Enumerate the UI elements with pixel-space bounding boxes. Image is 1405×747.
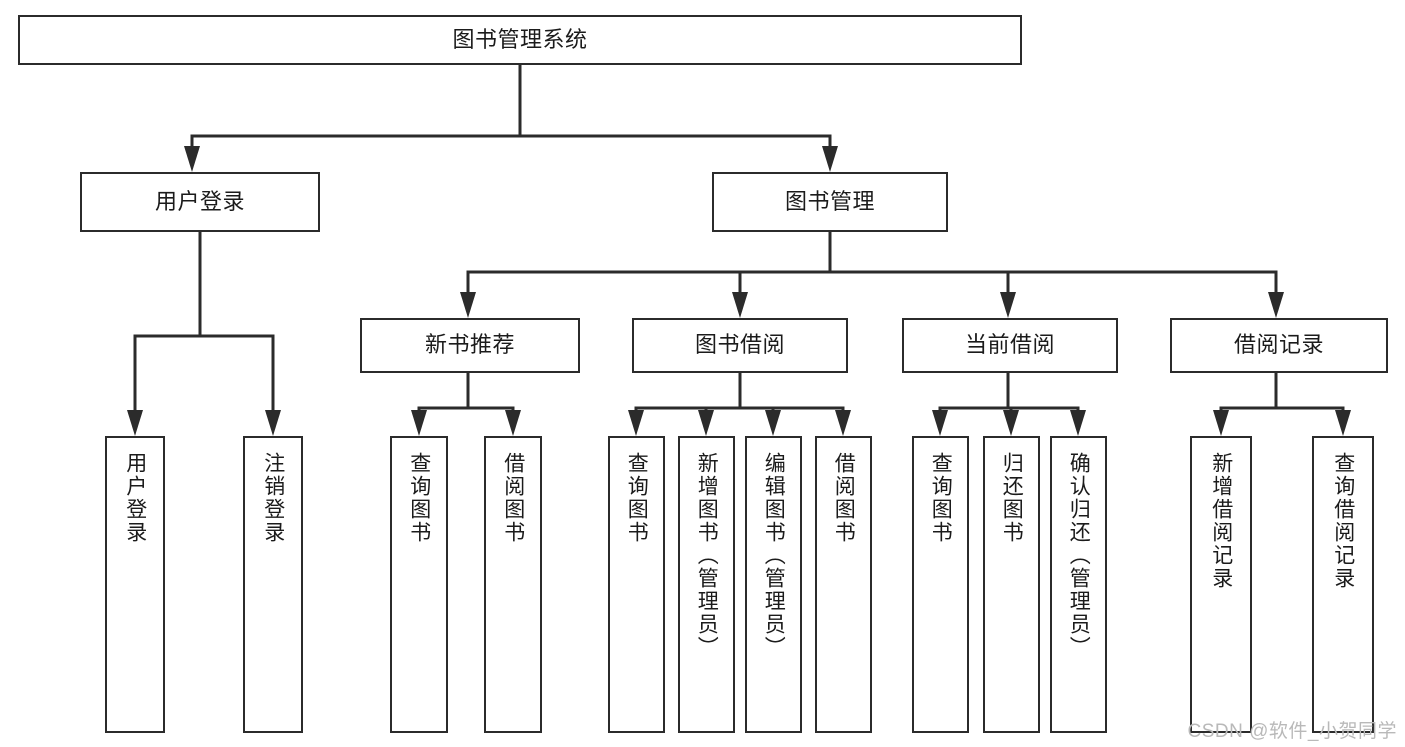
node-label-leaf-query-record: 查询借阅记录 — [1331, 452, 1355, 590]
arrowhead-bookborrow-to-leaves-0 — [628, 410, 644, 436]
node-label-leaf-query-book-3: 查询图书 — [929, 452, 953, 544]
arrowhead-user-login-to-leaves-0 — [127, 410, 143, 436]
node-root: 图书管理系统 — [18, 15, 1022, 65]
node-label-leaf-query-book-1: 查询图书 — [407, 452, 431, 544]
node-borrow-record: 借阅记录 — [1170, 318, 1388, 373]
node-leaf-query-book-2: 查询图书 — [608, 436, 665, 733]
arrowhead-currentborrow-to-leaves-0 — [932, 410, 948, 436]
node-user-login: 用户登录 — [80, 172, 320, 232]
node-label-leaf-add-book: 新增图书（管理员） — [695, 452, 719, 659]
node-label-leaf-borrow-book-2: 借阅图书 — [832, 452, 856, 544]
arrowhead-newbook-to-leaves-0 — [411, 410, 427, 436]
node-leaf-borrow-book-2: 借阅图书 — [815, 436, 872, 733]
node-leaf-add-book: 新增图书（管理员） — [678, 436, 735, 733]
node-book-manage: 图书管理 — [712, 172, 948, 232]
arrowhead-root-to-row2-1 — [822, 146, 838, 172]
node-book-borrow: 图书借阅 — [632, 318, 848, 373]
node-leaf-user-login: 用户登录 — [105, 436, 165, 733]
node-label-user-login: 用户登录 — [154, 188, 245, 214]
arrowhead-root-to-row2-0 — [184, 146, 200, 172]
node-label-current-borrow: 当前借阅 — [964, 332, 1055, 358]
node-label-root: 图书管理系统 — [452, 26, 588, 52]
node-label-leaf-return-book: 归还图书 — [1000, 452, 1024, 544]
arrowhead-currentborrow-to-leaves-2 — [1070, 410, 1086, 436]
arrowhead-book-manage-to-row3-3 — [1268, 292, 1284, 318]
arrowhead-record-to-leaves-1 — [1335, 410, 1351, 436]
arrowhead-record-to-leaves-0 — [1213, 410, 1229, 436]
node-leaf-query-book-3: 查询图书 — [912, 436, 969, 733]
node-leaf-logout: 注销登录 — [243, 436, 303, 733]
node-leaf-add-record: 新增借阅记录 — [1190, 436, 1252, 733]
node-label-leaf-edit-book: 编辑图书（管理员） — [762, 452, 786, 659]
arrowhead-book-manage-to-row3-1 — [732, 292, 748, 318]
node-leaf-query-record: 查询借阅记录 — [1312, 436, 1374, 733]
node-leaf-edit-book: 编辑图书（管理员） — [745, 436, 802, 733]
arrowhead-currentborrow-to-leaves-1 — [1003, 410, 1019, 436]
node-label-leaf-borrow-book-1: 借阅图书 — [501, 452, 525, 544]
node-label-leaf-add-record: 新增借阅记录 — [1209, 452, 1233, 590]
node-label-borrow-record: 借阅记录 — [1233, 332, 1324, 358]
arrowhead-user-login-to-leaves-1 — [265, 410, 281, 436]
node-label-leaf-user-login: 用户登录 — [123, 452, 147, 544]
arrowhead-bookborrow-to-leaves-1 — [698, 410, 714, 436]
node-current-borrow: 当前借阅 — [902, 318, 1118, 373]
arrowhead-book-manage-to-row3-2 — [1000, 292, 1016, 318]
node-leaf-confirm-return: 确认归还（管理员） — [1050, 436, 1107, 733]
node-label-book-borrow: 图书借阅 — [694, 332, 785, 358]
node-leaf-return-book: 归还图书 — [983, 436, 1040, 733]
node-label-leaf-logout: 注销登录 — [261, 452, 285, 544]
node-label-leaf-confirm-return: 确认归还（管理员） — [1067, 452, 1091, 659]
node-label-new-book-rec: 新书推荐 — [424, 332, 515, 358]
node-new-book-rec: 新书推荐 — [360, 318, 580, 373]
node-leaf-query-book-1: 查询图书 — [390, 436, 448, 733]
node-label-leaf-query-book-2: 查询图书 — [625, 452, 649, 544]
arrowhead-bookborrow-to-leaves-3 — [835, 410, 851, 436]
node-leaf-borrow-book-1: 借阅图书 — [484, 436, 542, 733]
arrowhead-newbook-to-leaves-1 — [505, 410, 521, 436]
arrowhead-book-manage-to-row3-0 — [460, 292, 476, 318]
arrowhead-bookborrow-to-leaves-2 — [765, 410, 781, 436]
node-label-book-manage: 图书管理 — [784, 188, 875, 214]
